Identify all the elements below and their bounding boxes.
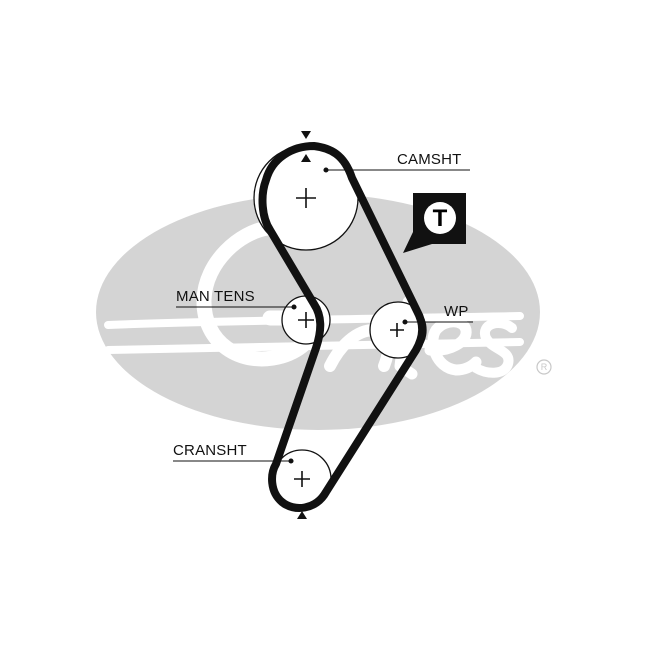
camshaft-label: CAMSHT — [397, 151, 462, 168]
tension-badge: T — [403, 193, 466, 253]
camshaft-timing-arrow-pulley — [301, 154, 311, 162]
water-pump-label: WP — [444, 303, 469, 320]
timing-belt — [258, 142, 427, 512]
crankshaft-label: CRANSHT — [173, 442, 247, 459]
manual-tensioner-label: MAN TENS — [176, 288, 255, 305]
crankshaft-timing-arrow — [297, 511, 307, 519]
pulley-center-marks — [294, 188, 404, 487]
registered-mark: R — [541, 362, 548, 372]
camshaft-timing-arrow-top — [301, 131, 311, 139]
tension-badge-letter: T — [433, 205, 448, 232]
